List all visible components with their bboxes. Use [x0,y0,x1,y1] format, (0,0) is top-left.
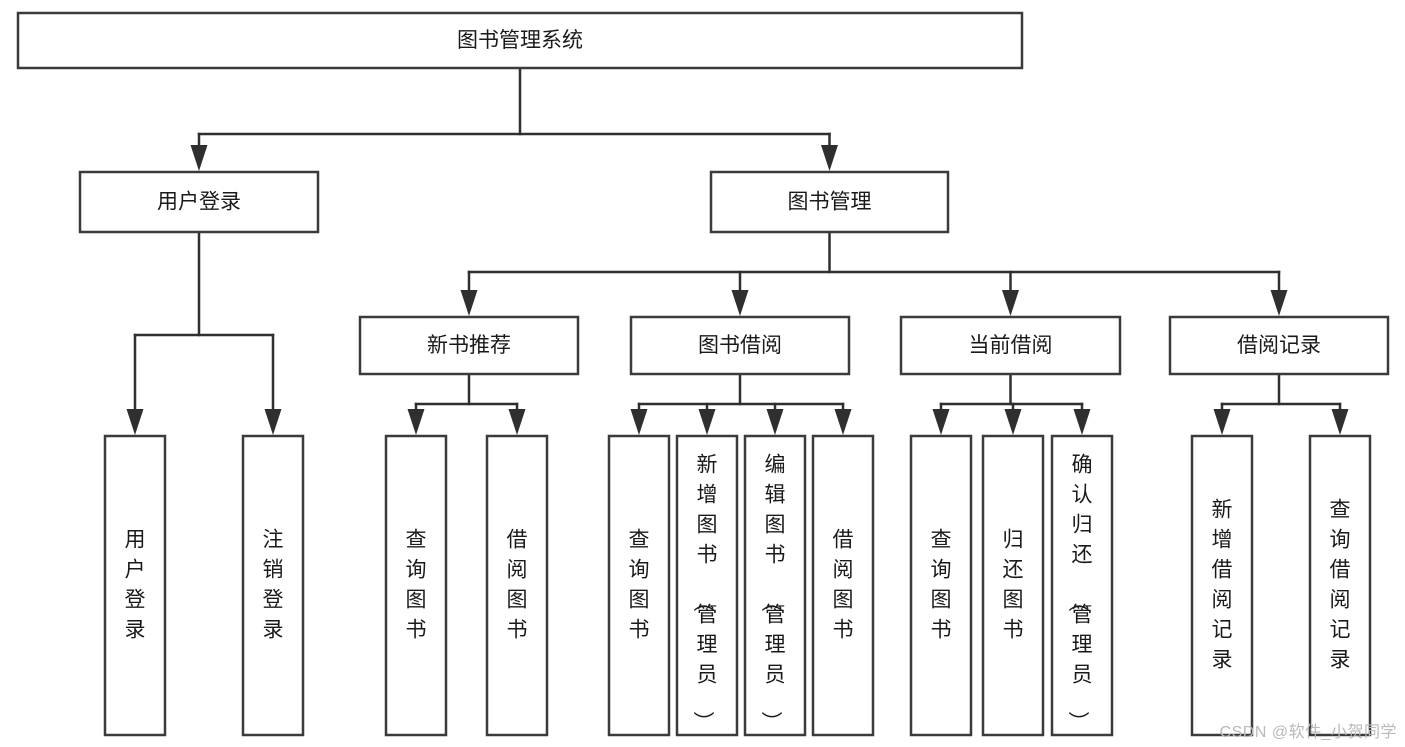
edge-group-user-login [126,230,282,435]
node-label-leaf-user-logout: 注销登录 [263,528,284,641]
arrow-head-icon [1002,290,1019,316]
node-label-book-borrow: 图书借阅 [698,334,782,357]
arrow-head-icon [821,145,838,171]
node-box-leaf-cur-query [909,434,973,737]
node-box-leaf-user-logout [241,434,305,737]
node-box-leaf-borrow-add [675,434,739,737]
edge-group-borrow-record [1213,372,1349,435]
node-leaf-cur-return[interactable]: 归还图书 [981,434,1045,737]
node-box-leaf-rec-add [1190,434,1254,737]
node-book-manage[interactable]: 图书管理 [709,170,950,234]
edge-group-new-book-rec [407,372,526,435]
nodes-layer: 图书管理系统用户登录图书管理新书推荐图书借阅当前借阅借阅记录用户登录注销登录查询… [16,11,1390,737]
node-label-leaf-borrow-query: 查询图书 [629,528,650,641]
node-label-leaf-cur-query: 查询图书 [931,528,952,641]
node-box-leaf-cur-return [981,434,1045,737]
node-leaf-rec-query[interactable]: 查询图书 [384,434,448,737]
node-label-user-login: 用户登录 [157,191,241,214]
arrow-head-icon [460,290,478,316]
node-box-user-login [78,170,320,234]
node-leaf-rec-search[interactable]: 查询借阅记录 [1308,434,1372,737]
arrow-head-icon [932,409,950,435]
node-new-book-rec[interactable]: 新书推荐 [358,315,580,376]
node-leaf-borrow-lend[interactable]: 借阅图书 [811,434,875,737]
node-label-leaf-cur-return: 归还图书 [1003,528,1024,641]
node-root[interactable]: 图书管理系统 [16,11,1024,70]
node-box-current-borrow [899,315,1122,376]
edge-group-root [190,66,838,171]
node-leaf-cur-query[interactable]: 查询图书 [909,434,973,737]
arrow-head-icon [407,409,425,435]
arrow-head-icon [1213,409,1231,435]
arrow-head-icon [1270,290,1288,316]
node-box-leaf-rec-search [1308,434,1372,737]
arrow-head-icon [126,409,144,435]
node-label-root: 图书管理系统 [457,29,583,52]
edges-layer [126,66,1349,435]
node-box-leaf-borrow-query [607,434,671,737]
node-box-leaf-cur-confirm [1050,434,1114,737]
node-leaf-borrow-query[interactable]: 查询图书 [607,434,671,737]
arrow-head-icon [698,409,716,435]
node-leaf-cur-confirm[interactable]: 确认归还（管理员） [1050,434,1114,737]
edge-group-book-manage [460,230,1288,316]
node-user-login[interactable]: 用户登录 [78,170,320,234]
edge-group-book-borrow [630,372,852,435]
node-label-leaf-rec-add: 新增借阅记录 [1212,498,1233,671]
node-label-leaf-borrow-lend: 借阅图书 [833,528,854,641]
node-leaf-user-login[interactable]: 用户登录 [103,434,167,737]
arrow-head-icon [834,409,852,435]
node-box-leaf-rec-borrow [485,434,549,737]
node-box-new-book-rec [358,315,580,376]
node-leaf-borrow-add[interactable]: 新增图书（管理员） [675,434,739,737]
node-box-book-manage [709,170,950,234]
node-book-borrow[interactable]: 图书借阅 [629,315,851,376]
node-label-leaf-cur-confirm: 确认归还（管理员） [1067,453,1093,732]
node-label-new-book-rec: 新书推荐 [427,334,511,357]
node-label-leaf-rec-borrow: 借阅图书 [507,528,528,641]
arrow-head-icon [1004,409,1022,435]
arrow-head-icon [508,409,526,435]
node-label-book-manage: 图书管理 [788,191,872,214]
node-box-leaf-borrow-lend [811,434,875,737]
node-box-borrow-record [1168,315,1390,376]
arrow-head-icon [731,290,749,316]
node-leaf-user-logout[interactable]: 注销登录 [241,434,305,737]
node-leaf-rec-add[interactable]: 新增借阅记录 [1190,434,1254,737]
arrow-head-icon [1331,409,1349,435]
node-borrow-record[interactable]: 借阅记录 [1168,315,1390,376]
node-box-leaf-rec-query [384,434,448,737]
arrow-head-icon [630,409,648,435]
node-leaf-borrow-edit[interactable]: 编辑图书（管理员） [743,434,807,737]
node-label-borrow-record: 借阅记录 [1237,334,1321,357]
node-box-leaf-borrow-edit [743,434,807,737]
node-label-leaf-borrow-edit: 编辑图书（管理员） [760,453,786,732]
edge-group-current-borrow [932,372,1091,435]
node-label-leaf-rec-query: 查询图书 [406,528,427,641]
node-label-leaf-user-login: 用户登录 [125,528,146,641]
node-label-current-borrow: 当前借阅 [969,334,1053,357]
arrow-head-icon [766,409,784,435]
arrow-head-icon [1073,409,1091,435]
node-box-root [16,11,1024,70]
node-leaf-rec-borrow[interactable]: 借阅图书 [485,434,549,737]
node-box-book-borrow [629,315,851,376]
arrow-head-icon [190,145,208,171]
node-box-leaf-user-login [103,434,167,737]
arrow-head-icon [264,409,282,435]
node-label-leaf-rec-search: 查询借阅记录 [1330,498,1351,671]
node-current-borrow[interactable]: 当前借阅 [899,315,1122,376]
node-label-leaf-borrow-add: 新增图书（管理员） [692,453,718,732]
